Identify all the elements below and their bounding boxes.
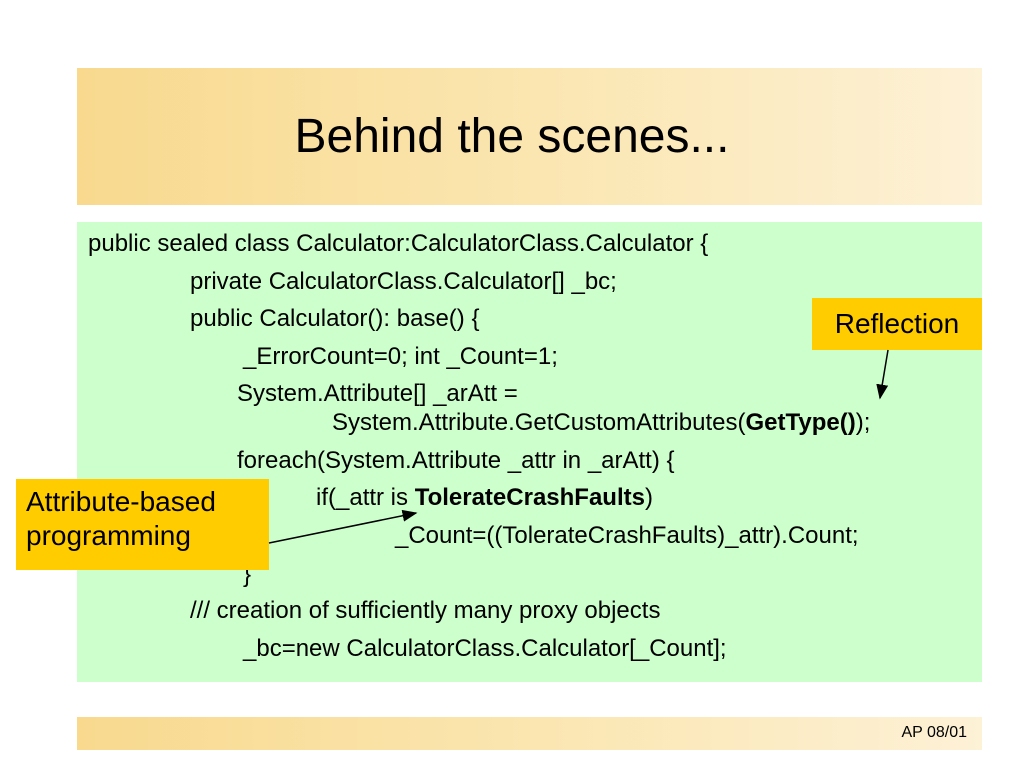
attribute-callout-line-1: Attribute-based bbox=[26, 486, 216, 517]
footer-text: AP 08/01 bbox=[901, 724, 967, 741]
code-line-9: _Count=((TolerateCrashFaults)_attr).Coun… bbox=[395, 522, 859, 549]
code-line-8-bold: TolerateCrashFaults bbox=[414, 484, 645, 511]
code-line-6-bold: GetType() bbox=[745, 409, 856, 436]
code-line-6-end: ); bbox=[855, 409, 871, 436]
code-line-2: private CalculatorClass.Calculator[] _bc… bbox=[190, 268, 617, 295]
code-line-6: System.Attribute.GetCustomAttributes(Get… bbox=[332, 408, 870, 438]
reflection-callout: Reflection bbox=[812, 298, 982, 350]
code-line-4: _ErrorCount=0; int _Count=1; bbox=[243, 343, 558, 370]
code-line-8-end: ) bbox=[644, 484, 653, 511]
attribute-callout-line-2: programming bbox=[26, 520, 191, 551]
title-band bbox=[77, 68, 982, 205]
code-line-10: } bbox=[243, 561, 252, 588]
code-line-6-start: System.Attribute.GetCustomAttributes( bbox=[332, 409, 746, 436]
code-line-1: public sealed class Calculator:Calculato… bbox=[88, 230, 709, 257]
code-line-8: if(_attr is TolerateCrashFaults) bbox=[316, 483, 653, 513]
code-line-12: _bc=new CalculatorClass.Calculator[_Coun… bbox=[243, 635, 727, 662]
footer-band bbox=[77, 717, 982, 750]
code-line-5: System.Attribute[] _arAtt = bbox=[237, 380, 518, 407]
attribute-programming-callout: Attribute-based programming bbox=[16, 479, 269, 570]
code-line-8-start: if(_attr is bbox=[316, 484, 415, 511]
code-line-3: public Calculator(): base() { bbox=[190, 305, 480, 332]
code-line-11: /// creation of sufficiently many proxy … bbox=[190, 597, 661, 624]
code-line-7: foreach(System.Attribute _attr in _arAtt… bbox=[237, 447, 675, 474]
slide-title: Behind the scenes... bbox=[294, 110, 730, 163]
reflection-callout-label: Reflection bbox=[834, 308, 960, 339]
